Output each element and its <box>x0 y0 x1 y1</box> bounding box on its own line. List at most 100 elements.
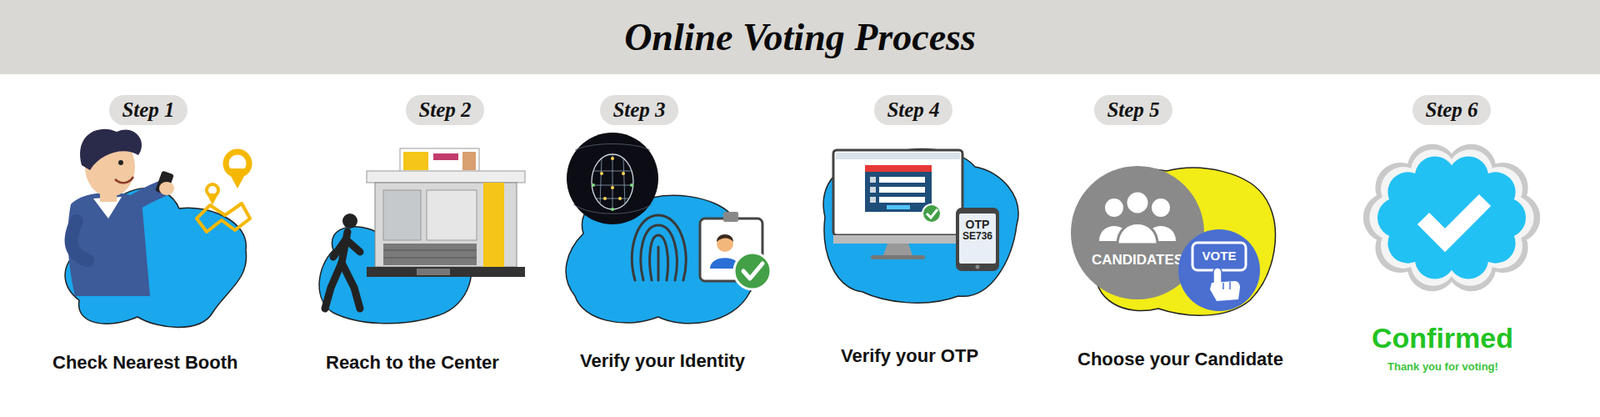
step-pill: Step 1 <box>109 95 188 125</box>
step2-illustration-part <box>325 231 360 309</box>
step1-illustration-part <box>196 203 250 232</box>
step2-illustration-part <box>416 268 450 275</box>
step1-illustration-part <box>206 184 219 196</box>
candidates-circle-shape-part <box>1151 198 1170 217</box>
step4-illustration-part <box>922 204 941 223</box>
step4-illustration-part <box>886 205 910 210</box>
step2-illustration-part <box>383 243 477 265</box>
node-text: CANDIDATES <box>1091 251 1184 269</box>
diagram-title: Online Voting Process <box>0 0 1600 75</box>
step4-illustration-part <box>870 186 876 193</box>
step3-illustration-part-part <box>600 171 604 175</box>
step2-illustration-part <box>366 170 525 183</box>
step1-illustration-part <box>71 220 88 260</box>
vote-circle-shape-part <box>1178 229 1260 311</box>
step3-illustration-part <box>743 263 763 279</box>
step1-illustration-part <box>159 181 175 195</box>
step-label: Step 2 <box>405 97 485 123</box>
step3-illustration-part-part <box>603 196 607 200</box>
badge-cloud <box>1363 144 1540 291</box>
step-label: Step 5 <box>1094 97 1173 123</box>
step-pill: Step 2 <box>405 95 485 125</box>
confirmed-text: Confirmed <box>1371 321 1514 355</box>
step3-illustration-part <box>716 235 734 252</box>
step3-illustration <box>565 132 771 324</box>
step4-illustration-part <box>835 152 960 160</box>
step1-illustration-part <box>65 188 246 328</box>
step4-illustration-part <box>833 150 963 235</box>
step4-illustration-part <box>883 243 913 255</box>
candidates-circle-shape-part <box>1117 223 1158 245</box>
node-text: VOTE <box>1202 248 1237 263</box>
step3-illustration-part-part <box>621 171 625 175</box>
candidates-circle-shape-part <box>1125 190 1150 215</box>
step-caption: Verify your OTP <box>840 345 979 366</box>
step3-illustration-part <box>716 234 734 242</box>
step4-illustration-part <box>833 235 963 244</box>
step4-illustration-part <box>865 171 932 212</box>
step2-illustration-part <box>403 151 429 170</box>
step4-illustration-part <box>870 196 876 203</box>
vote-circle-shape-part <box>1192 242 1246 270</box>
badge-cloud <box>1369 149 1534 286</box>
vote-circle-shape-part <box>1210 280 1240 301</box>
step1-illustration <box>65 129 250 328</box>
phone-shape-part <box>975 265 980 270</box>
step-pill: Step 6 <box>1412 95 1491 125</box>
candidates-circle-shape-part <box>1105 198 1124 217</box>
step2-illustration-part <box>426 190 477 240</box>
step3-illustration-part <box>591 183 634 211</box>
step3-illustration-part-part <box>618 196 622 200</box>
step-caption: Choose your Candidate <box>1077 348 1284 370</box>
vote-circle-shape <box>1178 229 1260 311</box>
check-mark <box>1423 200 1485 240</box>
step1-illustration-part <box>115 176 134 183</box>
step3-illustration-part <box>566 132 659 225</box>
step3-illustration-part-part <box>610 185 615 190</box>
step1-illustration-part <box>125 188 163 209</box>
step4-illustration-part <box>870 255 925 260</box>
step3-illustration-part-part <box>657 246 660 280</box>
step-label: Step 6 <box>1412 97 1491 123</box>
step4-illustration-part <box>879 196 925 203</box>
step-label: Step 1 <box>109 97 188 123</box>
step3-illustration-part <box>591 154 634 210</box>
node-text: SE736 <box>962 230 993 243</box>
step2-illustration-part <box>400 148 480 174</box>
phone-shape-part <box>955 207 1000 271</box>
badge-cloud <box>1377 155 1526 279</box>
step4-illustration-part <box>879 176 925 183</box>
step4-illustration-part <box>870 176 876 183</box>
step-label: Step 4 <box>874 97 953 123</box>
step2-illustration-part <box>483 182 505 267</box>
step2-illustration-part <box>342 213 358 229</box>
step-caption: Verify your Identity <box>580 350 745 371</box>
step4-illustration <box>823 149 1019 304</box>
step-caption: Check Nearest Booth <box>52 351 239 373</box>
step3-illustration-part <box>723 211 739 222</box>
step2-illustration-part-part <box>345 239 360 252</box>
vote-button: VOTE <box>1178 229 1260 311</box>
step2-illustration-part <box>383 190 421 240</box>
step-pill: Step 5 <box>1094 95 1173 125</box>
step-caption: Reach to the Center <box>325 351 500 373</box>
step2-illustration-part <box>433 153 459 160</box>
step3-illustration-part-part <box>631 215 686 280</box>
confirmed-badge <box>1363 144 1540 291</box>
step3-illustration-part-part <box>630 183 634 187</box>
step3-illustration-part <box>700 218 763 281</box>
step3-illustration-part <box>600 156 625 200</box>
step-pill: Step 4 <box>874 95 953 125</box>
step2-illustration-part <box>383 250 477 251</box>
step3-illustration-part <box>734 252 771 290</box>
step3-illustration-part <box>593 154 632 210</box>
step3-illustration-part-part <box>610 207 615 211</box>
step1-illustration-part <box>80 129 142 170</box>
thanks-note: Thank you for voting! <box>1387 360 1499 374</box>
step4-illustration-part <box>879 186 925 193</box>
node-text: OTP <box>965 217 990 231</box>
step3-illustration-part <box>573 144 652 215</box>
step4-illustration-part <box>926 209 938 218</box>
step4-illustration-part <box>823 149 1019 304</box>
